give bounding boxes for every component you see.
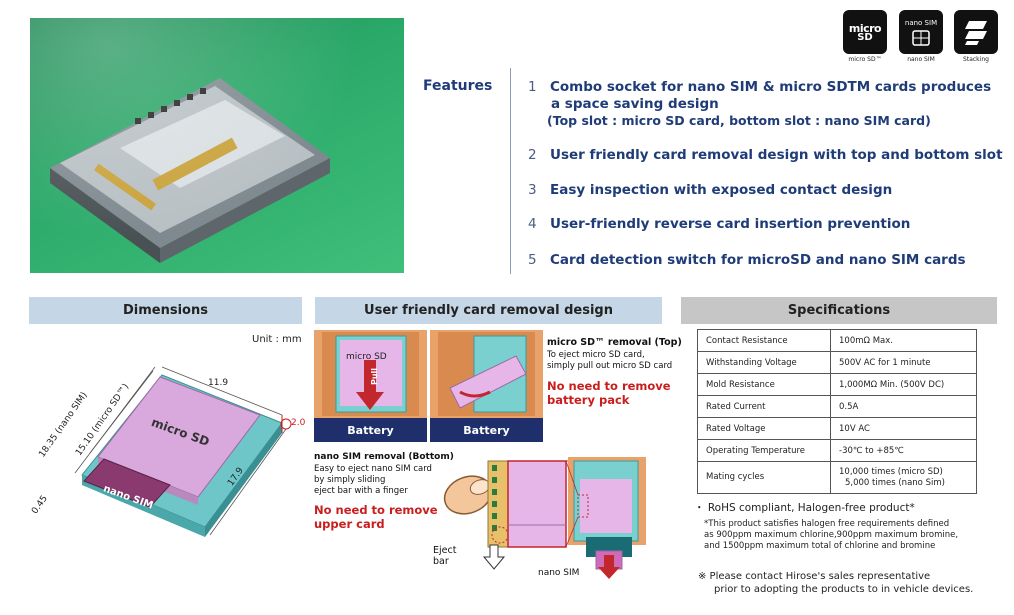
table-row: Withstanding Voltage 500V AC for 1 minut… <box>697 351 977 374</box>
spec-key: Operating Temperature <box>697 439 831 462</box>
connector-illustration <box>50 78 330 263</box>
spec-value: -30℃ to +85℃ <box>830 439 977 462</box>
specifications-table: Contact Resistance 100mΩ Max. Withstandi… <box>697 329 977 494</box>
width-dimension: 11.9 <box>208 378 229 388</box>
rohs-statement: ・ RoHS compliant, Halogen-free product* <box>694 502 915 514</box>
unit-label: Unit : mm <box>252 334 302 345</box>
nano-sim-caption: nano SIM <box>907 56 935 63</box>
stacking-logo-icon <box>954 10 998 54</box>
top-removal-title: micro SD™ removal (Top) <box>547 337 682 348</box>
bottom-removal-body: Easy to eject nano SIM card by simply sl… <box>314 464 432 496</box>
pull-arrow-label: Pull <box>370 367 380 386</box>
battery-bar-1: Battery <box>314 418 427 442</box>
bottom-removal-title: nano SIM removal (Bottom) <box>314 452 454 462</box>
halogen-note: *This product satisfies halogen free req… <box>704 519 959 551</box>
eject-bar-label: Eject bar <box>433 545 457 567</box>
feature-item-1-line3: (Top slot : micro SD card, bottom slot :… <box>547 113 931 128</box>
removal-header: User friendly card removal design <box>315 297 662 324</box>
nano-sim-pointer-label: nano SIM <box>538 568 580 578</box>
micro-sd-caption: micro SD™ <box>848 56 882 63</box>
micro-sd-panel-label: micro SD <box>346 352 387 362</box>
feature-item-1-line2: a space saving design <box>551 96 719 112</box>
table-row: Rated Current 0.5A <box>697 395 977 418</box>
dimensions-header: Dimensions <box>29 297 302 324</box>
height-dimension: 2.0 <box>291 418 306 428</box>
table-row: Contact Resistance 100mΩ Max. <box>697 329 977 352</box>
spec-key: Rated Voltage <box>697 417 831 440</box>
spec-value: 1,000MΩ Min. (500V DC) <box>830 373 977 396</box>
removal-panel-2: Battery <box>430 330 543 442</box>
spec-key: Mating cycles <box>697 461 831 494</box>
table-row: Operating Temperature -30℃ to +85℃ <box>697 439 977 462</box>
removal-panel-1: micro SD Pull Battery <box>314 330 427 442</box>
spec-value: 10,000 times (micro SD) 5,000 times (nan… <box>830 461 977 494</box>
spec-value: 10V AC <box>830 417 977 440</box>
spec-value: 500V AC for 1 minute <box>830 351 977 374</box>
micro-sd-logo-icon: micro SD <box>843 10 887 54</box>
stacking-caption: Stacking <box>963 56 989 63</box>
spec-value: 0.5A <box>830 395 977 418</box>
nano-sim-logo-icon: nano SIM <box>899 10 943 54</box>
spec-key: Withstanding Voltage <box>697 351 831 374</box>
battery-bar-2: Battery <box>430 418 543 442</box>
top-removal-note: No need to remove battery pack <box>547 379 671 407</box>
table-row: Mold Resistance 1,000MΩ Min. (500V DC) <box>697 373 977 396</box>
contact-note: ※ Please contact Hirose's sales represen… <box>698 571 974 595</box>
table-row: Rated Voltage 10V AC <box>697 417 977 440</box>
dimensions-drawing <box>74 366 292 537</box>
product-photo <box>30 18 404 273</box>
bottom-removal-note: No need to remove upper card <box>314 503 438 531</box>
nano-sim-eject-illustration <box>443 457 646 579</box>
features-divider <box>510 68 511 274</box>
spec-key: Mold Resistance <box>697 373 831 396</box>
spec-key: Rated Current <box>697 395 831 418</box>
top-removal-body: To eject micro SD card, simply pull out … <box>547 350 673 371</box>
table-row: Mating cycles 10,000 times (micro SD) 5,… <box>697 461 977 494</box>
spec-key: Contact Resistance <box>697 329 831 352</box>
features-heading: Features <box>423 78 493 94</box>
specifications-header: Specifications <box>681 297 997 324</box>
spec-value: 100mΩ Max. <box>830 329 977 352</box>
